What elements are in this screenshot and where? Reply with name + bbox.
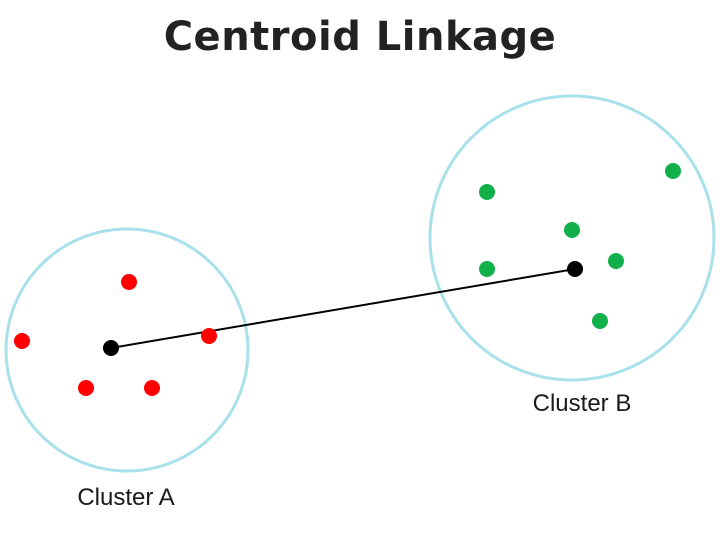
cluster-a-point [78,380,94,396]
centroid-linkage-line [110,268,576,349]
cluster-b-boundary [428,94,716,382]
cluster-a-point [201,328,217,344]
cluster-b-point [592,313,608,329]
page-title: Centroid Linkage [163,14,557,60]
cluster-a-label: Cluster A [77,484,174,511]
cluster-b-point [608,253,624,269]
cluster-a-point [14,333,30,349]
cluster-b-points [479,163,681,329]
cluster-b-point [479,261,495,277]
cluster-a-point [121,274,137,290]
cluster-b-centroid [567,261,583,277]
cluster-b-point [665,163,681,179]
cluster-a-point [144,380,160,396]
cluster-b-label: Cluster B [533,390,632,417]
cluster-b-point [479,184,495,200]
cluster-a-centroid [103,340,119,356]
cluster-b-point [564,222,580,238]
cluster-a-boundary [4,227,250,473]
cluster-a-points [14,274,217,396]
